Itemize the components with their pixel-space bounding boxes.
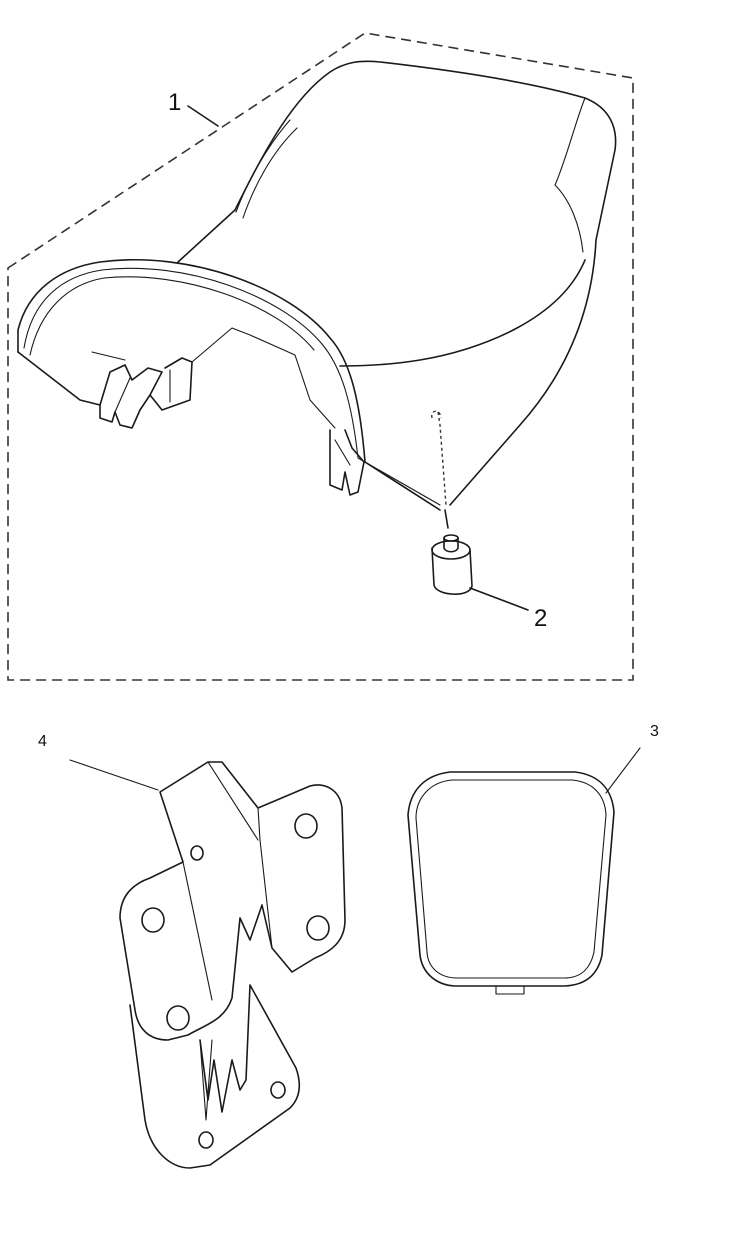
seat xyxy=(17,60,617,511)
callout-4-label: 4 xyxy=(38,733,47,750)
callout-1-leader xyxy=(187,105,219,127)
callout-3-leader xyxy=(605,747,641,794)
mounting-bracket xyxy=(119,761,346,1169)
callout-4-leader xyxy=(69,759,159,791)
seat-cover-pad xyxy=(407,771,615,995)
callout-2-leader xyxy=(469,587,529,611)
assembly-boundary xyxy=(7,32,634,681)
callout-2-label: 2 xyxy=(534,605,547,632)
seat-bumper xyxy=(431,410,473,595)
callout-3-label: 3 xyxy=(650,723,659,740)
callout-1-label: 1 xyxy=(168,89,181,116)
